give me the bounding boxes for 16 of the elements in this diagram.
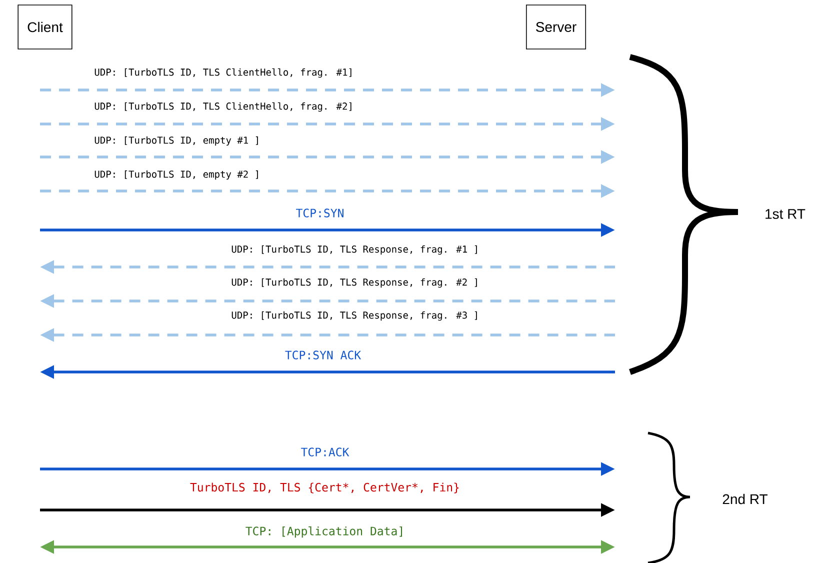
message-label: TCP:SYN xyxy=(296,208,344,218)
message-label: UDP: [TurboTLS ID, TLS Response, frag. #3 ] xyxy=(232,311,477,321)
participant-box: Client xyxy=(18,4,72,50)
message-label: UDP: [TurboTLS ID, TLS ClientHello, frag. #2] xyxy=(94,102,352,112)
message-label: UDP: [TurboTLS ID, TLS Response, frag. #1 ] xyxy=(232,245,477,255)
round-trip-label: 2nd RT xyxy=(722,494,768,504)
message-label: TCP:ACK xyxy=(301,448,350,456)
participant-box: Server xyxy=(526,4,586,50)
message-label: UDP: [TurboTLS ID, TLS Response, frag. #2 ] xyxy=(232,278,477,288)
message-label: UDP: [TurboTLS ID, TLS ClientHello, frag. #1] xyxy=(94,68,352,78)
message-label: TCP: [Application Data] xyxy=(246,526,402,538)
round-trip-label: 1st RT xyxy=(766,209,806,219)
message-label: UDP: [TurboTLS ID, empty #1 ] xyxy=(94,136,258,146)
message-label: UDP: [TurboTLS ID, empty #2 ] xyxy=(94,170,258,180)
message-label: TCP:SYN ACK xyxy=(285,350,362,360)
message-label: TurboTLS ID, TLS {Cert*, CertVer*, Fin} xyxy=(190,482,459,494)
